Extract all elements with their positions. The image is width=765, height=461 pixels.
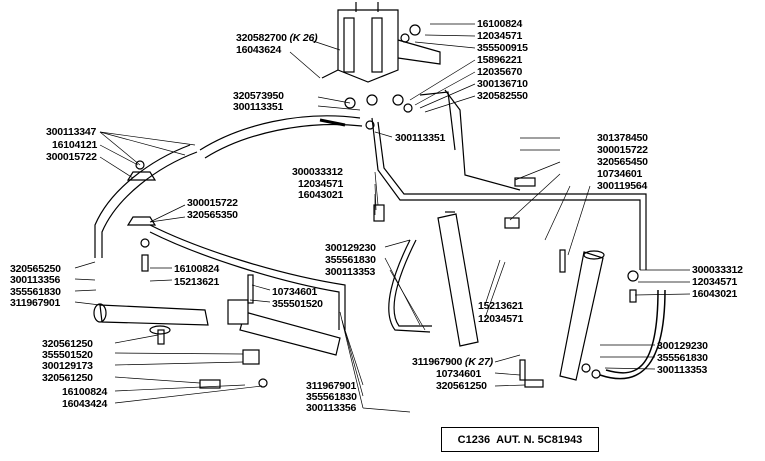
part-label-355501520-mid: 355501520 <box>272 298 323 310</box>
part-label-300119564: 300119564 <box>597 180 648 192</box>
cylinder-left <box>93 303 209 326</box>
part-label-300113347: 300113347 <box>46 126 97 138</box>
part-label-320561250-b: 320561250 <box>42 372 93 384</box>
hydraulic-hoses-lower <box>388 239 666 380</box>
part-label-300113356-left: 300113356 <box>10 274 61 286</box>
part-label-320565450: 320565450 <box>597 156 648 168</box>
drawing-title-box: C1236 AUT. N. 5C81943 <box>441 427 599 452</box>
part-label-12034571-top: 12034571 <box>477 30 523 42</box>
part-label-355561830-bottom: 355561830 <box>306 391 357 403</box>
part-label-300015722-right: 300015722 <box>597 144 648 156</box>
part-label-301378450: 301378450 <box>597 132 648 144</box>
fasteners <box>126 24 639 389</box>
part-label-12034571-mid: 12034571 <box>298 178 344 190</box>
part-label-311967900: 311967900 (K 27) <box>412 356 493 368</box>
part-label-16043624: 16043624 <box>236 44 282 56</box>
part-label-15213621-mid: 15213621 <box>174 276 220 288</box>
part-label-320582550: 320582550 <box>477 90 528 102</box>
part-label-16043021-right: 16043021 <box>692 288 738 300</box>
part-label-300033312-right: 300033312 <box>692 264 743 276</box>
drawing-code: C1236 <box>457 433 491 446</box>
part-label-16100824-top: 16100824 <box>477 18 523 30</box>
hydraulic-hoses-upper <box>94 115 363 258</box>
part-label-320565250: 320565250 <box>10 263 61 275</box>
part-label-16043021-mid: 16043021 <box>298 189 344 201</box>
part-label-300113353-right: 300113353 <box>657 364 708 376</box>
part-label-320582700: 320582700 (K 26) <box>236 32 318 44</box>
part-label-300113351-left: 300113351 <box>233 101 284 113</box>
part-label-12034571-right: 12034571 <box>478 313 524 325</box>
rigid-pipes <box>149 89 647 330</box>
part-label-300129230-right: 300129230 <box>657 340 708 352</box>
part-label-300113353-mid: 300113353 <box>325 266 376 278</box>
part-label-16100824-bottom: 16100824 <box>62 386 108 398</box>
part-label-10734601-right: 10734601 <box>597 168 643 180</box>
part-label-320561250-bottom: 320561250 <box>436 380 487 392</box>
authorization-number: AUT. N. 5C81943 <box>496 433 583 446</box>
part-label-320565350: 320565350 <box>187 209 238 221</box>
part-label-355501520-left: 355501520 <box>42 349 93 361</box>
leader-lines <box>74 23 691 413</box>
part-label-10734601-bottom: 10734601 <box>436 368 482 380</box>
part-label-320561250-a: 320561250 <box>42 338 93 350</box>
part-label-12034571-far-right: 12034571 <box>692 276 738 288</box>
part-label-320573950: 320573950 <box>233 90 284 102</box>
cylinder-right <box>559 250 605 381</box>
part-label-12035670: 12035670 <box>477 66 523 78</box>
part-label-300015722-left: 300015722 <box>46 151 97 163</box>
part-label-300129230-mid: 300129230 <box>325 242 376 254</box>
part-label-10734601-mid: 10734601 <box>272 286 318 298</box>
part-label-311967901-bottom: 311967901 <box>306 380 357 392</box>
part-label-300113356-bottom: 300113356 <box>306 402 357 414</box>
part-label-355561830-right: 355561830 <box>657 352 708 364</box>
part-label-355500915: 355500915 <box>477 42 528 54</box>
part-label-16043424: 16043424 <box>62 398 108 410</box>
part-label-15896221: 15896221 <box>477 54 523 66</box>
valve-block <box>321 2 441 83</box>
part-label-15213621-right: 15213621 <box>478 300 524 312</box>
part-label-355561830-left: 355561830 <box>10 286 61 298</box>
part-label-311967901-left: 311967901 <box>10 297 61 309</box>
part-label-300129173: 300129173 <box>42 360 93 372</box>
part-label-16104121: 16104121 <box>52 139 98 151</box>
part-label-300113351-right: 300113351 <box>395 132 446 144</box>
part-label-300136710: 300136710 <box>477 78 528 90</box>
part-label-300033312-mid: 300033312 <box>292 166 343 178</box>
cylinder-vertical <box>437 211 479 347</box>
part-label-300015722-center: 300015722 <box>187 197 238 209</box>
part-label-355561830-mid: 355561830 <box>325 254 376 266</box>
part-label-16100824-mid: 16100824 <box>174 263 220 275</box>
cylinder-center <box>227 299 341 356</box>
